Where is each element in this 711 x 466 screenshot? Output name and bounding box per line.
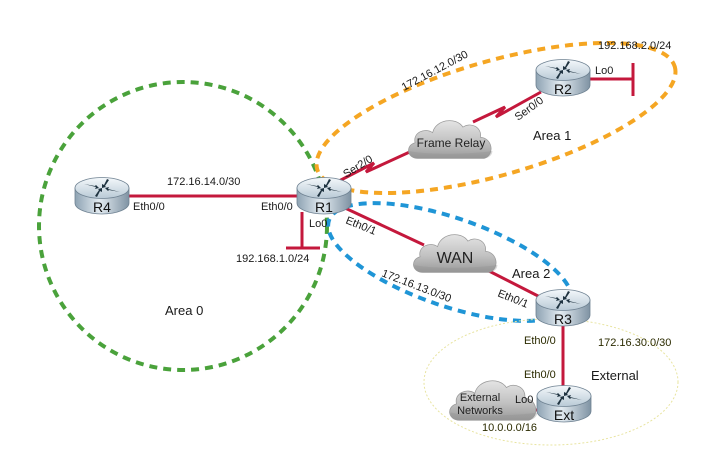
iface-r1-eth00: Eth0/0 — [261, 201, 293, 213]
interface-labels: Eth0/0 Eth0/0 Lo0 Ser2/0 Eth0/1 Ser0/0 L… — [133, 65, 613, 406]
external-label: External — [591, 368, 639, 383]
iface-r3-eth00: Eth0/0 — [524, 335, 556, 347]
router-r3-label: R3 — [554, 311, 572, 327]
cloud-external-networks-label-line2: Networks — [457, 405, 503, 417]
subnet-ext-lo0: 10.0.0.0/16 — [482, 422, 537, 434]
router-r3[interactable]: R3 — [535, 289, 591, 328]
router-r4-label: R4 — [93, 199, 111, 215]
cloud-frame-relay-label: Frame Relay — [417, 136, 486, 150]
link-frame-relay-r2[interactable] — [472, 90, 542, 124]
iface-r3-eth01: Eth0/1 — [496, 288, 530, 311]
iface-r1-lo0: Lo0 — [309, 218, 327, 230]
router-r2[interactable]: R2 — [535, 59, 591, 98]
router-ext[interactable]: Ext — [536, 385, 592, 424]
link-r1-frame-relay[interactable] — [336, 148, 415, 184]
cloud-frame-relay[interactable]: Frame Relay — [407, 120, 493, 159]
subnet-r2-lo0: 192.168.2.0/24 — [598, 40, 671, 52]
link-r1-wan[interactable] — [344, 206, 425, 247]
area2-label: Area 2 — [512, 266, 550, 281]
router-ext-label: Ext — [554, 407, 574, 423]
area-labels: Area 0 Area 1 Area 2 External — [165, 128, 639, 383]
cloud-wan-label: WAN — [437, 250, 474, 267]
area1-boundary — [314, 40, 678, 196]
iface-r2-lo0: Lo0 — [595, 65, 613, 77]
cloud-external-networks[interactable]: External Networks — [449, 380, 538, 421]
area0-boundary — [37, 80, 329, 372]
link-wan-r3[interactable] — [484, 267, 541, 299]
router-r1-label: R1 — [315, 199, 333, 215]
links — [126, 63, 635, 416]
subnet-r1-r3: 172.16.13.0/30 — [380, 268, 453, 306]
iface-r4-eth00: Eth0/0 — [133, 201, 165, 213]
subnet-r3-ext: 172.16.30.0/30 — [598, 337, 671, 349]
iface-r1-eth01: Eth0/1 — [344, 215, 378, 238]
router-r2-label: R2 — [554, 81, 572, 97]
area0-label: Area 0 — [165, 303, 203, 318]
iface-ext-lo0: Lo0 — [515, 394, 533, 406]
cloud-wan[interactable]: WAN — [412, 234, 498, 273]
router-r1[interactable]: R1 — [296, 177, 352, 216]
subnet-r1-lo0: 192.168.1.0/24 — [236, 253, 309, 265]
subnet-r1-r4: 172.16.14.0/30 — [167, 176, 240, 188]
iface-ext-eth00: Eth0/0 — [524, 369, 556, 381]
cloud-external-networks-label-line1: External — [460, 392, 500, 404]
area1-label: Area 1 — [533, 128, 571, 143]
router-r4[interactable]: R4 — [74, 177, 130, 216]
